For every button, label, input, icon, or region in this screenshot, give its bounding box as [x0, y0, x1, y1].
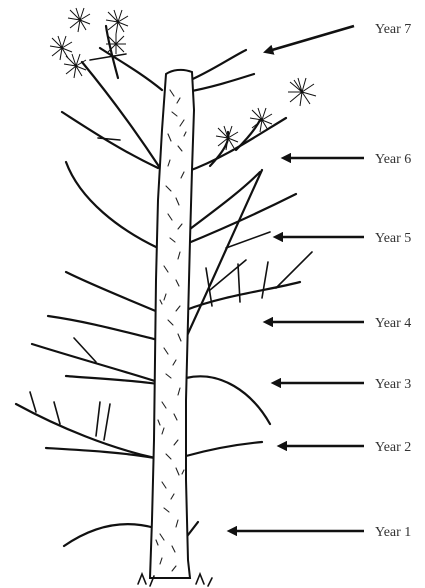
label-year-3: Year 3: [375, 377, 411, 392]
needle-tuft-right-1: [288, 78, 316, 106]
branch-year-1-left: [64, 524, 155, 546]
twig-year-2-c: [104, 404, 110, 440]
branch-year-4-right: [186, 282, 300, 310]
needle-tuft-top-left-4: [64, 54, 86, 78]
branch-year-4-left: [66, 272, 158, 312]
year-4-annotation: Year 4: [272, 316, 411, 331]
year-6-annotation: Year 6: [290, 152, 411, 167]
branch-year-6-left: [62, 112, 158, 168]
branch-year-6-right: [186, 118, 286, 172]
arrow-year-7: [272, 26, 354, 50]
branch-year-7-left-upper: [100, 48, 162, 90]
twig-year-2-a: [54, 402, 60, 424]
label-year-6: Year 6: [375, 152, 411, 167]
branch-year-5-right-upper: [186, 172, 260, 232]
tree-trunk: [138, 70, 212, 586]
label-year-5: Year 5: [375, 231, 411, 246]
needle-tuft-top-left-2: [106, 10, 128, 34]
branch-year-7-tip-twig: [90, 54, 126, 60]
branch-year-3-right: [186, 376, 270, 424]
label-year-4: Year 4: [375, 316, 411, 331]
year-2-annotation: Year 2: [286, 440, 411, 455]
branch-year-6-left-twig: [98, 138, 120, 140]
branch-year-3-left: [32, 344, 158, 382]
label-year-7: Year 7: [375, 22, 411, 37]
branch-year-2-right: [186, 442, 262, 456]
needle-tuft-top-left-5: [106, 34, 126, 54]
branch-year-5-left: [66, 162, 158, 248]
needle-tuft-top-left-3: [50, 36, 72, 60]
branch-year-7-left: [82, 62, 160, 168]
year-3-annotation: Year 3: [280, 377, 411, 392]
year-7-annotation: Year 7: [272, 22, 411, 50]
needle-tuft-top-left-1: [68, 8, 90, 32]
twig-year-4-a: [262, 262, 268, 298]
branch-year-7-right: [186, 50, 246, 82]
twig-year-4-b: [238, 264, 240, 302]
branch-year-4-left-lower: [48, 316, 158, 340]
twig-year-2-b: [96, 402, 100, 436]
label-year-1: Year 1: [375, 525, 411, 540]
year-1-annotation: Year 1: [236, 525, 411, 540]
needle-tuft-right-3: [216, 126, 238, 150]
year-5-annotation: Year 5: [282, 231, 411, 246]
twig-year-2-d: [30, 392, 36, 412]
label-year-2: Year 2: [375, 440, 411, 455]
